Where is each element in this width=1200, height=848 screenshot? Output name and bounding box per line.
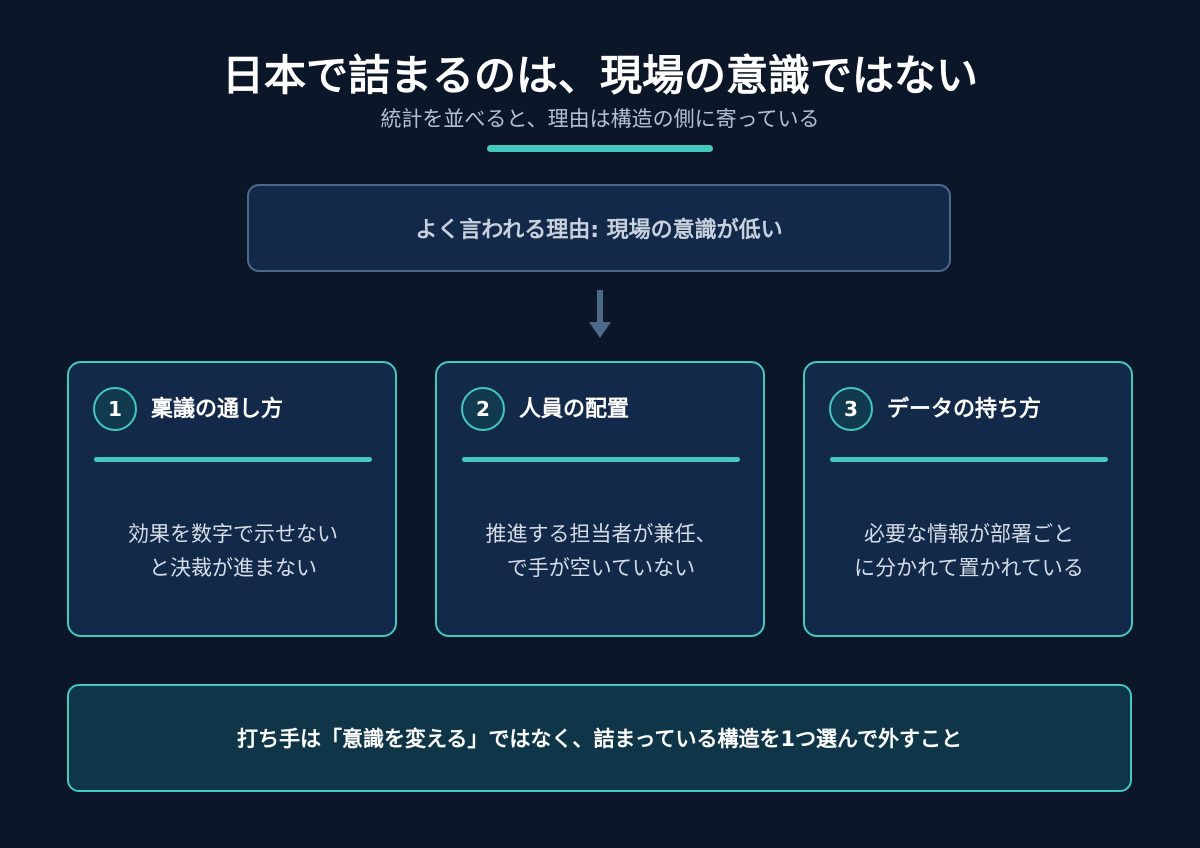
page-subtitle: 統計を並べると、理由は構造の側に寄っている [380, 107, 820, 131]
arrow-down-icon [583, 290, 617, 344]
card-body-line: 必要な情報が部署ごと [864, 522, 1074, 546]
cause-card-2: 2 人員の配置 推進する担当者が兼任、 で手が空いていない [435, 361, 765, 637]
card-body-line: で手が空いていない [506, 556, 696, 580]
card-body-line: に分かれて置かれている [854, 556, 1084, 580]
premise-text: よく言われる理由: 現場の意識が低い [415, 218, 783, 243]
card-number-badge: 3 [829, 387, 873, 431]
card-divider [830, 457, 1108, 462]
card-title: 稟議の通し方 [151, 397, 284, 422]
card-body: 効果を数字で示せない と決裁が進まない [89, 517, 377, 585]
card-body-line: 推進する担当者が兼任、 [485, 522, 717, 546]
card-body: 必要な情報が部署ごと に分かれて置かれている [825, 517, 1113, 585]
title-underline [487, 145, 713, 152]
card-divider [462, 457, 740, 462]
card-divider [94, 457, 372, 462]
card-title: データの持ち方 [887, 397, 1042, 422]
card-title: 人員の配置 [519, 397, 630, 422]
card-number-badge: 1 [93, 387, 137, 431]
page-title: 日本で詰まるのは、現場の意識ではない [221, 51, 978, 100]
premise-box: よく言われる理由: 現場の意識が低い [247, 184, 951, 272]
card-body-line: 効果を数字で示せない [128, 522, 338, 546]
conclusion-text: 打ち手は「意識を変える」ではなく、詰まっている構造を1つ選んで外すこと [236, 727, 963, 751]
cause-card-3: 3 データの持ち方 必要な情報が部署ごと に分かれて置かれている [803, 361, 1133, 637]
cause-card-1: 1 稟議の通し方 効果を数字で示せない と決裁が進まない [67, 361, 397, 637]
card-number-badge: 2 [461, 387, 505, 431]
conclusion-box: 打ち手は「意識を変える」ではなく、詰まっている構造を1つ選んで外すこと [67, 684, 1132, 792]
card-body: 推進する担当者が兼任、 で手が空いていない [457, 517, 745, 585]
card-body-line: と決裁が進まない [149, 556, 317, 580]
